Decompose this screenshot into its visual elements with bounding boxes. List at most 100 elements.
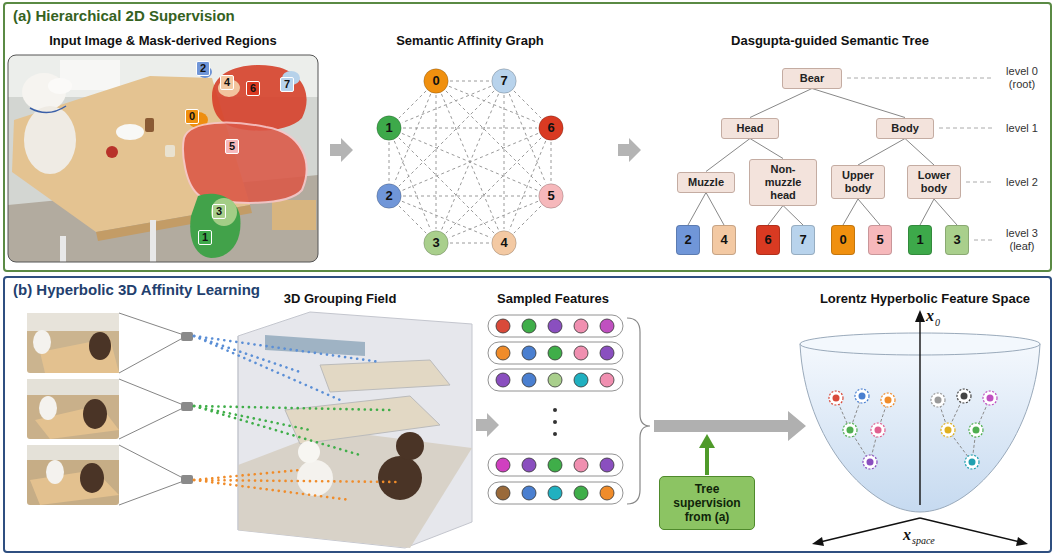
view-photo (27, 445, 119, 505)
embedding-point (987, 395, 994, 402)
input-photo (183, 123, 306, 203)
node-label: Lower body (918, 169, 950, 194)
embedding-point (983, 391, 997, 405)
node-label: 7 (284, 78, 290, 90)
node-label: 5 (876, 231, 883, 249)
region-callout: 4 (220, 75, 234, 90)
affinity-edge (402, 201, 491, 237)
graph-node: 3 (423, 230, 449, 256)
input-photo (190, 194, 240, 258)
view-photo (27, 445, 119, 460)
section-subtitle: Input Image & Mask-derived Regions (49, 33, 277, 48)
camera-rays (194, 470, 300, 480)
camera-rays (194, 480, 350, 500)
feature-vector (600, 486, 614, 500)
level-label: level 3 (leaf) (998, 227, 1046, 253)
camera-icon (181, 332, 193, 341)
view-photo (89, 332, 111, 360)
camera-rays (194, 336, 400, 500)
feature-vector (574, 486, 588, 500)
node-label: Tree supervision from (a) (673, 482, 740, 524)
embedding-point (965, 455, 979, 469)
node-label: Head (737, 122, 764, 134)
feature-vector (600, 346, 614, 360)
axis (919, 320, 920, 505)
view-frustum (119, 313, 181, 334)
feature-vector (600, 319, 614, 333)
embedding-point (969, 423, 983, 437)
view-frustum (119, 339, 181, 373)
affinity-edge (436, 95, 437, 229)
camera-icon (181, 402, 193, 411)
input-photo (116, 124, 144, 140)
feature-vector (548, 346, 562, 360)
region-callout: 3 (212, 204, 226, 219)
input-photo (212, 65, 307, 131)
embedding-point (875, 427, 882, 434)
supervision-arrow (705, 446, 709, 475)
feature-vector (548, 486, 562, 500)
node-label: 6 (764, 231, 771, 249)
input-photo (150, 220, 156, 262)
view-photo (27, 445, 119, 505)
embedding-point (855, 389, 869, 403)
tree-edge (843, 199, 858, 225)
feature-vector (488, 369, 623, 391)
tree-node: Upper body (831, 165, 885, 199)
feature-vector (522, 458, 536, 472)
camera-rays (194, 406, 310, 430)
leaf-node: 3 (945, 225, 969, 255)
node-label: 1 (916, 231, 923, 249)
node-label: 1 (385, 119, 392, 137)
supervision-arrow (699, 434, 715, 448)
tree-node: Bear (782, 68, 842, 89)
feature-vector (488, 454, 623, 476)
section-panel: Tree supervision from (a)(b) Hyperbolic … (3, 276, 1052, 553)
feature-vector (522, 319, 536, 333)
leaf-node: 6 (756, 225, 780, 255)
node-label: 5 (547, 187, 554, 205)
affinity-edge (403, 196, 537, 197)
embedding-point (973, 427, 980, 434)
tree-node: Muzzle (677, 172, 735, 193)
view-photo (80, 463, 104, 493)
node-label: 3 (953, 231, 960, 249)
graph-node: 4 (491, 230, 517, 256)
feature-vector (488, 315, 623, 337)
camera-rays (194, 406, 360, 455)
tree-node: Head (721, 118, 779, 139)
tree-edge (706, 193, 724, 226)
node-label: 3 (432, 234, 439, 252)
input-photo (30, 106, 66, 113)
node-label: Upper body (842, 169, 874, 194)
input-photo (48, 78, 72, 94)
node-label: 4 (720, 231, 727, 249)
graph-node: 5 (538, 183, 564, 209)
flow-arrow (476, 413, 499, 437)
feature-vector (548, 458, 562, 472)
tree-edge (706, 139, 750, 172)
graph-node: 6 (538, 115, 564, 141)
tree-node: Body (876, 118, 934, 139)
view-photo (27, 313, 119, 373)
tree-edge (920, 199, 934, 225)
input-photo (8, 55, 318, 262)
section-subtitle: Semantic Affinity Graph (396, 33, 544, 48)
axis-label: x (903, 526, 911, 543)
embedding-point (829, 391, 843, 405)
graph-node: 1 (376, 115, 402, 141)
affinity-edge (402, 133, 538, 190)
axis (812, 537, 824, 546)
embedding-point (867, 459, 874, 466)
feature-vector (574, 319, 588, 333)
view-photo (27, 379, 119, 395)
feature-vector (488, 482, 623, 504)
section-subtitle: Lorentz Hyperbolic Feature Space (820, 291, 1030, 306)
leaf-node: 2 (676, 225, 700, 255)
affinity-edge (394, 141, 430, 230)
node-label: 6 (547, 119, 554, 137)
affinity-edge (449, 201, 538, 237)
tree-edge (858, 139, 905, 166)
embedding-point (931, 393, 945, 407)
region-callout: 5 (225, 139, 239, 154)
